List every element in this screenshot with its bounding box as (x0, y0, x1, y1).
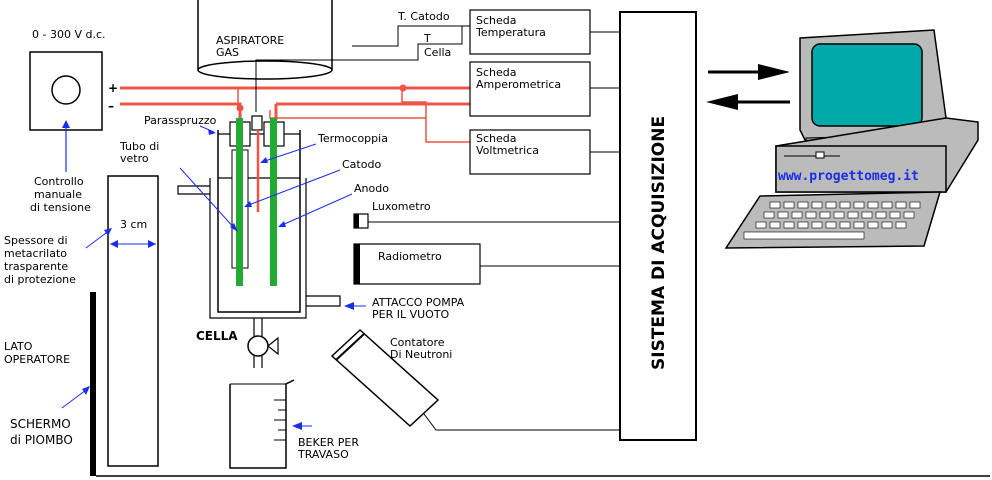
neutron-counter-label-1: Contatore (390, 336, 445, 349)
acquisition-system-label: SISTEMA DI ACQUISIZIONE (649, 116, 669, 370)
neutron-counter: Contatore Di Neutroni (330, 328, 620, 431)
lead-screen-label-1: SCHERMO (10, 417, 71, 431)
valve-icon (247, 335, 279, 368)
vacuum-label-1: ATTACCO POMPA (372, 296, 465, 309)
acrylic-shield: 3 cm (107, 175, 159, 467)
shield-width-label: 3 cm (120, 218, 147, 231)
operator-side-label-1: LATO (4, 340, 33, 353)
computer: www.progettomeg.it (724, 29, 979, 249)
board-amperometric: Scheda Amperometrica (469, 61, 591, 117)
plus-terminal: + (108, 81, 118, 95)
voltage-range-label: 0 - 300 V d.c. (32, 28, 106, 41)
glass-tube-label-1: Tubo di (119, 140, 159, 153)
cathode-temp-label: T. Catodo (397, 10, 450, 23)
voltage-knob-icon[interactable] (51, 75, 81, 105)
board-amperometric-title: Scheda (476, 66, 517, 79)
cell-pointer-heads (208, 129, 286, 232)
board-temperature-sub: Temperatura (475, 26, 546, 39)
junction-dot-1 (236, 104, 244, 112)
vacuum-label-2: PER IL VUOTO (372, 308, 450, 321)
glass-tube-label-2: vetro (120, 152, 149, 165)
anode-electrode (270, 118, 277, 286)
control-label-1: Controllo (34, 175, 84, 188)
shield-desc-3: trasparente (4, 260, 68, 273)
board-voltmetric-sub: Voltmetrica (476, 144, 539, 157)
beaker-label-2: TRAVASO (297, 448, 349, 461)
luxmeter-label: Luxometro (372, 200, 431, 213)
board-voltmetric: Scheda Voltmetrica (469, 129, 591, 175)
lead-screen (90, 292, 990, 477)
shield-pointer-icon (104, 228, 112, 236)
cell-label: CELLA (196, 329, 238, 343)
power-wires (120, 86, 470, 120)
electrochemical-cell: CELLA (177, 115, 341, 368)
control-label-2: manuale (34, 188, 82, 201)
power-supply: 0 - 300 V d.c. + – Controllo manuale di … (29, 28, 118, 214)
board-voltmetric-title: Scheda (476, 132, 517, 145)
minus-terminal: – (108, 99, 114, 113)
shield-desc-4: di protezione (4, 273, 76, 286)
beaker-label-1: BEKER PER (298, 436, 359, 449)
cathode-electrode (236, 118, 243, 286)
board-amperometric-sub: Amperometrica (476, 78, 561, 91)
control-label-3: di tensione (30, 201, 91, 214)
lead-screen-label-2: di PIOMBO (10, 433, 73, 447)
luxmeter: Luxometro (353, 200, 620, 229)
splash-guard-label: Parasspruzzo (144, 114, 217, 127)
operator-side-label-2: OPERATORE (4, 353, 70, 366)
board-temperature-title: Scheda (476, 14, 517, 27)
shield-desc-2: metacrilato (4, 247, 67, 260)
control-pointer-arrow-icon (62, 120, 70, 128)
acquisition-system: SISTEMA DI ACQUISIZIONE (619, 11, 697, 441)
anode-label: Anodo (354, 182, 389, 195)
lead-pointer-icon (82, 386, 90, 395)
website-url[interactable]: www.progettomeg.it (778, 169, 919, 184)
cell-pointers (179, 125, 353, 231)
junction-dot-2 (399, 84, 407, 92)
board-temperature: Scheda Temperatura (469, 9, 591, 55)
beaker-icon (229, 379, 295, 469)
cathode-label: Catodo (342, 158, 381, 171)
aspirator-label-2: GAS (216, 46, 239, 59)
keyboard-icon (724, 191, 942, 249)
radiometer: Radiometro (353, 243, 620, 285)
neutron-counter-label-2: Di Neutroni (390, 348, 452, 361)
beaker-pointer-icon (292, 422, 302, 430)
gas-aspirator: ASPIRATORE GAS (197, 0, 333, 80)
temperature-lines (255, 25, 470, 112)
shield-desc-1: Spessore di (4, 234, 68, 247)
cell-temp-label-1: T (423, 32, 431, 45)
negative-wire (120, 102, 242, 120)
board-links (590, 31, 620, 153)
thermocouple-label: Termocoppia (317, 132, 388, 145)
radiometer-label: Radiometro (378, 250, 442, 263)
arrow-right-icon (758, 64, 790, 80)
aspirator-label-1: ASPIRATORE (216, 34, 284, 47)
data-arrows (706, 64, 790, 110)
arrow-left-icon (706, 94, 738, 110)
vacuum-pointer-icon (344, 302, 354, 310)
cell-temp-label-2: Cella (424, 46, 451, 59)
monitor-screen (811, 43, 923, 127)
